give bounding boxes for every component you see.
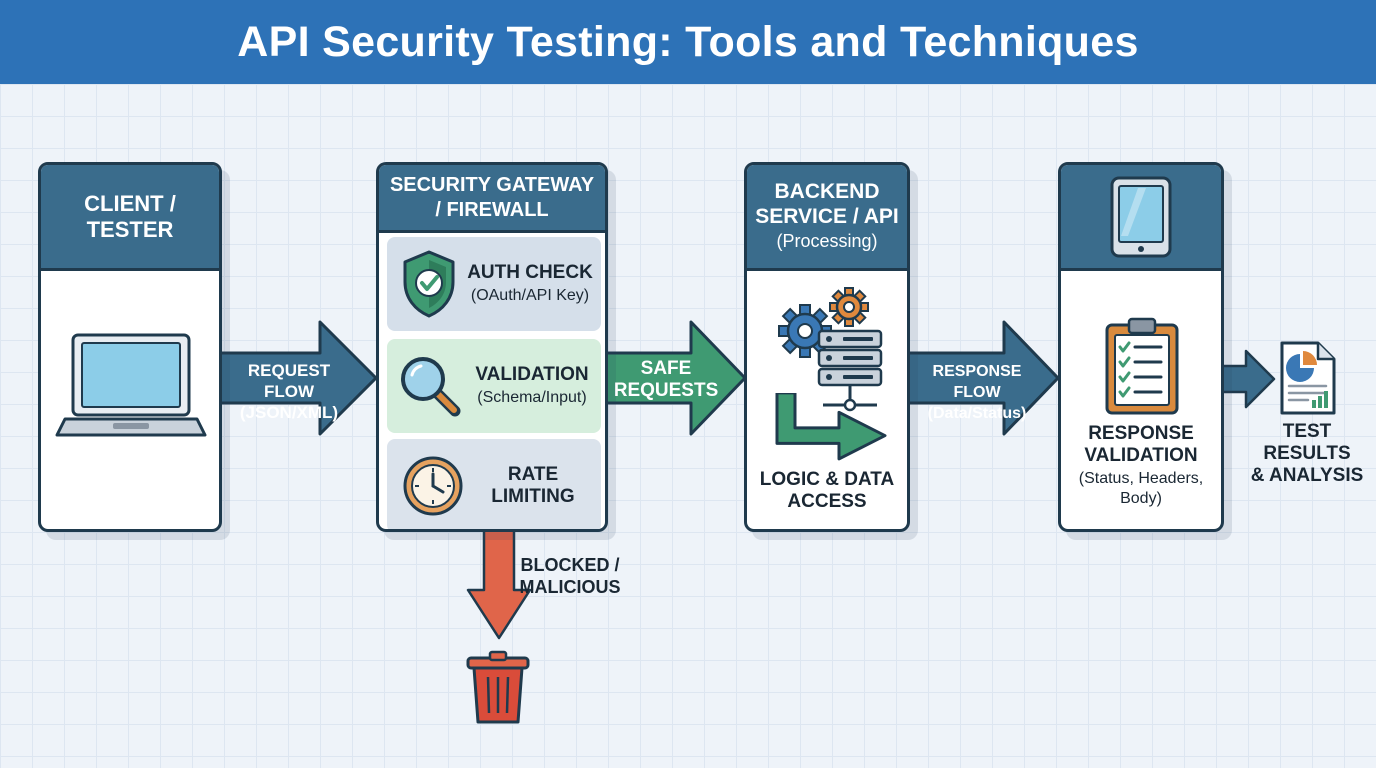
backend-subtitle: (Processing): [776, 231, 878, 251]
report-document-icon: [1280, 341, 1336, 415]
response-validation-title-line2: VALIDATION: [1084, 445, 1198, 466]
gateway-title-line2: / FIREWALL: [435, 198, 549, 221]
rate-limiting-title: RATE: [507, 464, 559, 485]
response-validation-subtitle-line1: (Status, Headers,: [1078, 470, 1204, 487]
blocked-line2: MALICIOUS: [519, 577, 621, 597]
blocked-line1: BLOCKED /: [520, 555, 620, 575]
rate-limiting-text: RATE LIMITING: [465, 464, 601, 508]
response-flow-line1: RESPONSE FLOW: [932, 363, 1022, 401]
security-gateway-panel: SECURITY GATEWAY / FIREWALL AUTH CHECK (…: [376, 162, 608, 532]
client-title-line2: TESTER: [86, 216, 174, 242]
auth-check-text: AUTH CHECK (OAuth/API Key): [459, 262, 601, 306]
response-flow-line2: (Data/Status): [927, 405, 1027, 422]
response-validation-title-line1: RESPONSE: [1088, 423, 1194, 444]
backend-caption: LOGIC & DATA ACCESS: [747, 469, 907, 513]
backend-caption-line1: LOGIC & DATA: [759, 469, 895, 490]
client-tester-panel: CLIENT / TESTER: [38, 162, 222, 532]
shield-check-icon: [403, 250, 455, 318]
validation-text: VALIDATION (Schema/Input): [463, 364, 601, 408]
laptop-icon: [55, 333, 207, 437]
magnifier-icon: [401, 357, 461, 417]
security-gateway-header: SECURITY GATEWAY / FIREWALL: [379, 165, 605, 233]
backend-service-header: BACKEND SERVICE / API (Processing): [747, 165, 907, 271]
request-flow-line2: (JSON/XML): [239, 403, 339, 422]
backend-title-line1: BACKEND: [774, 180, 880, 203]
validation-title: VALIDATION: [475, 364, 589, 385]
response-validation-header: [1061, 165, 1221, 271]
auth-check-subtitle: (OAuth/API Key): [470, 287, 590, 304]
rate-limiting-section: RATE LIMITING: [387, 439, 601, 529]
rate-limiting-subtitle: LIMITING: [491, 486, 575, 507]
safe-requests-arrow: [603, 320, 747, 436]
request-flow-line1: REQUEST FLOW: [247, 361, 331, 401]
blocked-label: BLOCKED / MALICIOUS: [512, 554, 628, 598]
clipboard-checklist-icon: [1105, 317, 1179, 415]
blocked-arrow: [466, 528, 532, 640]
backend-title-line2: SERVICE / API: [755, 205, 899, 228]
backend-caption-line2: ACCESS: [787, 491, 867, 512]
safe-requests-line1: SAFE: [640, 358, 692, 379]
gateway-title-line1: SECURITY GATEWAY: [389, 173, 595, 196]
results-arrow: [1218, 349, 1276, 409]
client-title-line1: CLIENT /: [84, 190, 176, 216]
trash-can-icon: [466, 650, 530, 724]
page-title: API Security Testing: Tools and Techniqu…: [0, 0, 1376, 84]
clock-icon: [403, 456, 463, 516]
validation-subtitle: (Schema/Input): [477, 389, 587, 406]
results-line2: RESULTS: [1263, 443, 1351, 464]
response-flow-label: RESPONSE FLOW (Data/Status): [908, 361, 1046, 424]
results-label: TEST RESULTS & ANALYSIS: [1248, 421, 1366, 487]
response-flow-arrow: [906, 320, 1060, 436]
response-validation-text: RESPONSE VALIDATION (Status, Headers, Bo…: [1061, 423, 1221, 509]
response-validation-panel: RESPONSE VALIDATION (Status, Headers, Bo…: [1058, 162, 1224, 532]
tablet-icon: [1110, 176, 1172, 257]
request-flow-label: REQUEST FLOW (JSON/XML): [222, 360, 356, 423]
auth-check-section: AUTH CHECK (OAuth/API Key): [387, 237, 601, 331]
server-icon: [817, 329, 883, 412]
validation-section: VALIDATION (Schema/Input): [387, 339, 601, 433]
results-line1: TEST: [1282, 421, 1332, 442]
flow-arrow-icon: [775, 393, 887, 461]
safe-requests-label: SAFE REQUESTS: [606, 358, 726, 402]
backend-service-panel: BACKEND SERVICE / API (Processing): [744, 162, 910, 532]
response-validation-subtitle-line2: Body): [1120, 490, 1162, 507]
client-tester-header: CLIENT / TESTER: [41, 165, 219, 271]
results-line3: & ANALYSIS: [1250, 465, 1364, 486]
safe-requests-line2: REQUESTS: [613, 380, 719, 401]
auth-check-title: AUTH CHECK: [467, 262, 593, 283]
request-flow-arrow: [218, 320, 378, 436]
